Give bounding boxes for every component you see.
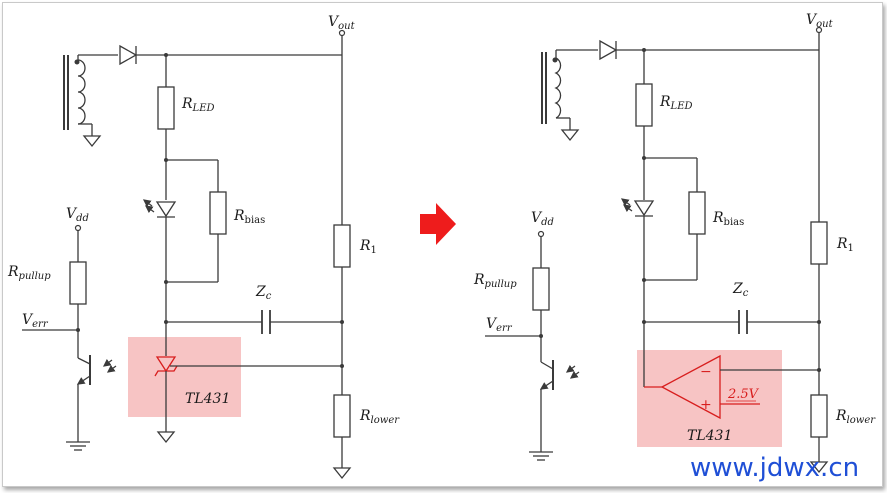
- r1-label-left: R1: [359, 238, 377, 256]
- vdd-label-left: Vdd: [66, 206, 89, 224]
- r1-resistor-right: [810, 221, 828, 265]
- plus-sign: +: [700, 397, 712, 413]
- vout-terminal-left: [338, 29, 346, 37]
- rbias-label-left: Rbias: [233, 208, 265, 226]
- rpullup-label-right: Rpullup: [473, 272, 517, 290]
- verr-label-left: Verr: [22, 312, 49, 330]
- tl431-highlight-right: [637, 350, 782, 447]
- minus-sign: −: [700, 364, 712, 380]
- r1-resistor-left: [333, 224, 351, 268]
- transformer-winding-right: [541, 49, 598, 142]
- rlower-label-right: Rlower: [835, 408, 876, 426]
- opto-led-left: [142, 199, 177, 218]
- zc-label-right: Zc: [732, 281, 749, 299]
- rbias-label-right: Rbias: [712, 210, 744, 228]
- tl431-label-left: TL431: [185, 391, 230, 407]
- left-circuit: Vout R1 Rlower RLED Rbias: [7, 14, 400, 480]
- phototransistor-right: [539, 360, 580, 390]
- tl431-highlight-left: [128, 337, 241, 417]
- vdd-label-right: Vdd: [531, 210, 554, 228]
- rled-label-left: RLED: [181, 96, 215, 114]
- rpullup-label-left: Rpullup: [7, 264, 51, 282]
- watermark: www.jdwx.cn: [690, 453, 859, 483]
- transform-arrow: [420, 203, 456, 245]
- rlower-label-left: Rlower: [359, 408, 400, 426]
- rpullup-resistor-left: [69, 261, 87, 305]
- opto-led-right: [633, 200, 655, 217]
- tl431-label-right: TL431: [687, 428, 732, 444]
- reference-voltage-label: 2.5V: [727, 387, 760, 402]
- vout-label-right: Vout: [806, 12, 834, 30]
- rbias-resistor-left: [209, 191, 227, 235]
- vout-label-left: Vout: [328, 14, 356, 32]
- rectifier-diode-left: [119, 44, 342, 66]
- rled-resistor-right: [635, 83, 653, 127]
- tl431-opamp-model: − + 2.5V: [644, 354, 819, 420]
- zc-label-left: Zc: [255, 284, 272, 302]
- verr-label-right: Verr: [486, 316, 513, 334]
- r1-label-right: R1: [836, 236, 854, 254]
- rlower-resistor-left: [333, 394, 351, 438]
- right-circuit: Vout R1 Rlower RLED Rbias Z: [473, 12, 876, 474]
- rled-label-right: RLED: [659, 94, 693, 112]
- rpullup-resistor-right: [532, 267, 550, 311]
- phototransistor-left: [76, 355, 117, 385]
- rled-resistor-left: [157, 86, 175, 130]
- rlower-resistor-right: [810, 394, 828, 438]
- transformer-winding-left: [63, 54, 118, 148]
- rbias-resistor-right: [688, 191, 706, 235]
